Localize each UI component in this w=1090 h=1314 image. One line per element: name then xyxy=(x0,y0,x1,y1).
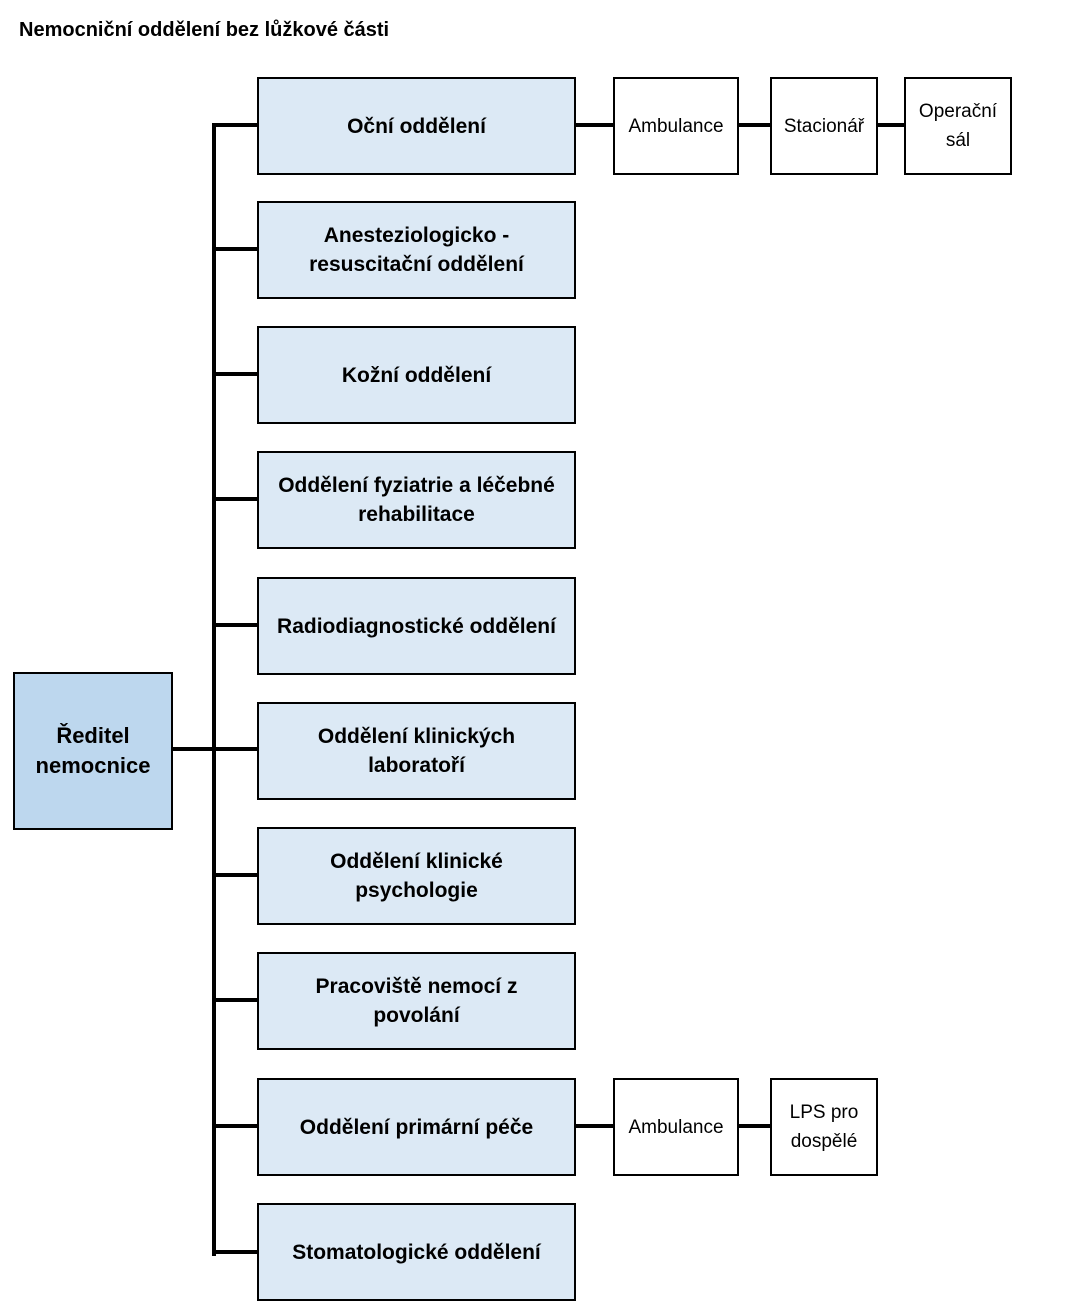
department-box-stomatology: Stomatologické oddělení xyxy=(257,1203,576,1301)
unit-label-line1: Ambulance xyxy=(628,1116,724,1138)
department-label-line1: Oční oddělení xyxy=(347,114,486,138)
eye-unit-day-care: Stacionář xyxy=(770,77,878,175)
branch-connector xyxy=(212,497,259,501)
department-box-eye: Oční oddělení xyxy=(257,77,576,175)
primary-care-chain-connector xyxy=(737,1124,772,1128)
unit-label-line1: Ambulance xyxy=(628,115,724,137)
branch-connector xyxy=(212,747,259,751)
department-label-line1: Stomatologické oddělení xyxy=(292,1240,541,1264)
department-box-rehabilitation: Oddělení fyziatrie a léčebné rehabilitac… xyxy=(257,451,576,549)
diagram-title: Nemocniční oddělení bez lůžkové části xyxy=(19,19,390,41)
department-label-line1: Anesteziologicko - xyxy=(323,224,510,247)
department-label-line2: laboratoří xyxy=(368,754,465,777)
branch-connector xyxy=(212,123,259,127)
department-box-anesthesiology: Anesteziologicko - resuscitační oddělení xyxy=(257,201,576,299)
department-label-line1: Oddělení klinické xyxy=(330,850,503,873)
unit-label-line2: dospělé xyxy=(790,1131,858,1152)
department-label-line1: Oddělení klinických xyxy=(317,725,516,748)
branch-connector xyxy=(212,247,259,251)
unit-label-line1: LPS pro xyxy=(789,1102,859,1123)
eye-unit-operating-room: Operační sál xyxy=(904,77,1012,175)
trunk-line xyxy=(212,123,216,1256)
eye-chain-connector xyxy=(876,123,906,127)
department-label-line1: Oddělení primární péče xyxy=(299,1115,534,1139)
director-connector xyxy=(172,747,214,751)
department-box-primary-care: Oddělení primární péče xyxy=(257,1078,576,1176)
primary-care-chain-connector xyxy=(575,1124,615,1128)
unit-label-line2: sál xyxy=(945,130,971,151)
department-label-line2: resuscitační oddělení xyxy=(309,253,524,276)
department-label-line1: Oddělení fyziatrie a léčebné xyxy=(278,474,555,497)
department-label-line2: psychologie xyxy=(355,879,478,902)
primary-care-unit-ambulance: Ambulance xyxy=(613,1078,739,1176)
director-box: Ředitel nemocnice xyxy=(13,672,173,830)
branch-connector xyxy=(212,998,259,1002)
unit-label-line1: Stacionář xyxy=(783,115,865,137)
department-box-radiodiagnostics: Radiodiagnostické oddělení xyxy=(257,577,576,675)
branch-connector xyxy=(212,1250,259,1254)
department-label-line1: Pracoviště nemocí z xyxy=(315,975,518,998)
branch-connector xyxy=(212,372,259,376)
eye-chain-connector xyxy=(575,123,615,127)
branch-connector xyxy=(212,1124,259,1128)
eye-chain-connector xyxy=(737,123,772,127)
department-label-line1: Kožní oddělení xyxy=(341,363,492,387)
department-box-dermatology: Kožní oddělení xyxy=(257,326,576,424)
department-label-line2: rehabilitace xyxy=(358,503,475,526)
department-box-clinical-labs: Oddělení klinických laboratoří xyxy=(257,702,576,800)
primary-care-unit-lps: LPS pro dospělé xyxy=(770,1078,878,1176)
department-box-occupational-diseases: Pracoviště nemocí z povolání xyxy=(257,952,576,1050)
director-label-line1: Ředitel xyxy=(56,723,130,748)
eye-unit-ambulance: Ambulance xyxy=(613,77,739,175)
department-label-line2: povolání xyxy=(373,1004,460,1027)
department-box-clinical-psychology: Oddělení klinické psychologie xyxy=(257,827,576,925)
unit-label-line1: Operační xyxy=(918,101,998,122)
branch-connector xyxy=(212,873,259,877)
director-label-line2: nemocnice xyxy=(35,753,151,778)
department-label-line1: Radiodiagnostické oddělení xyxy=(277,614,556,638)
branch-connector xyxy=(212,623,259,627)
